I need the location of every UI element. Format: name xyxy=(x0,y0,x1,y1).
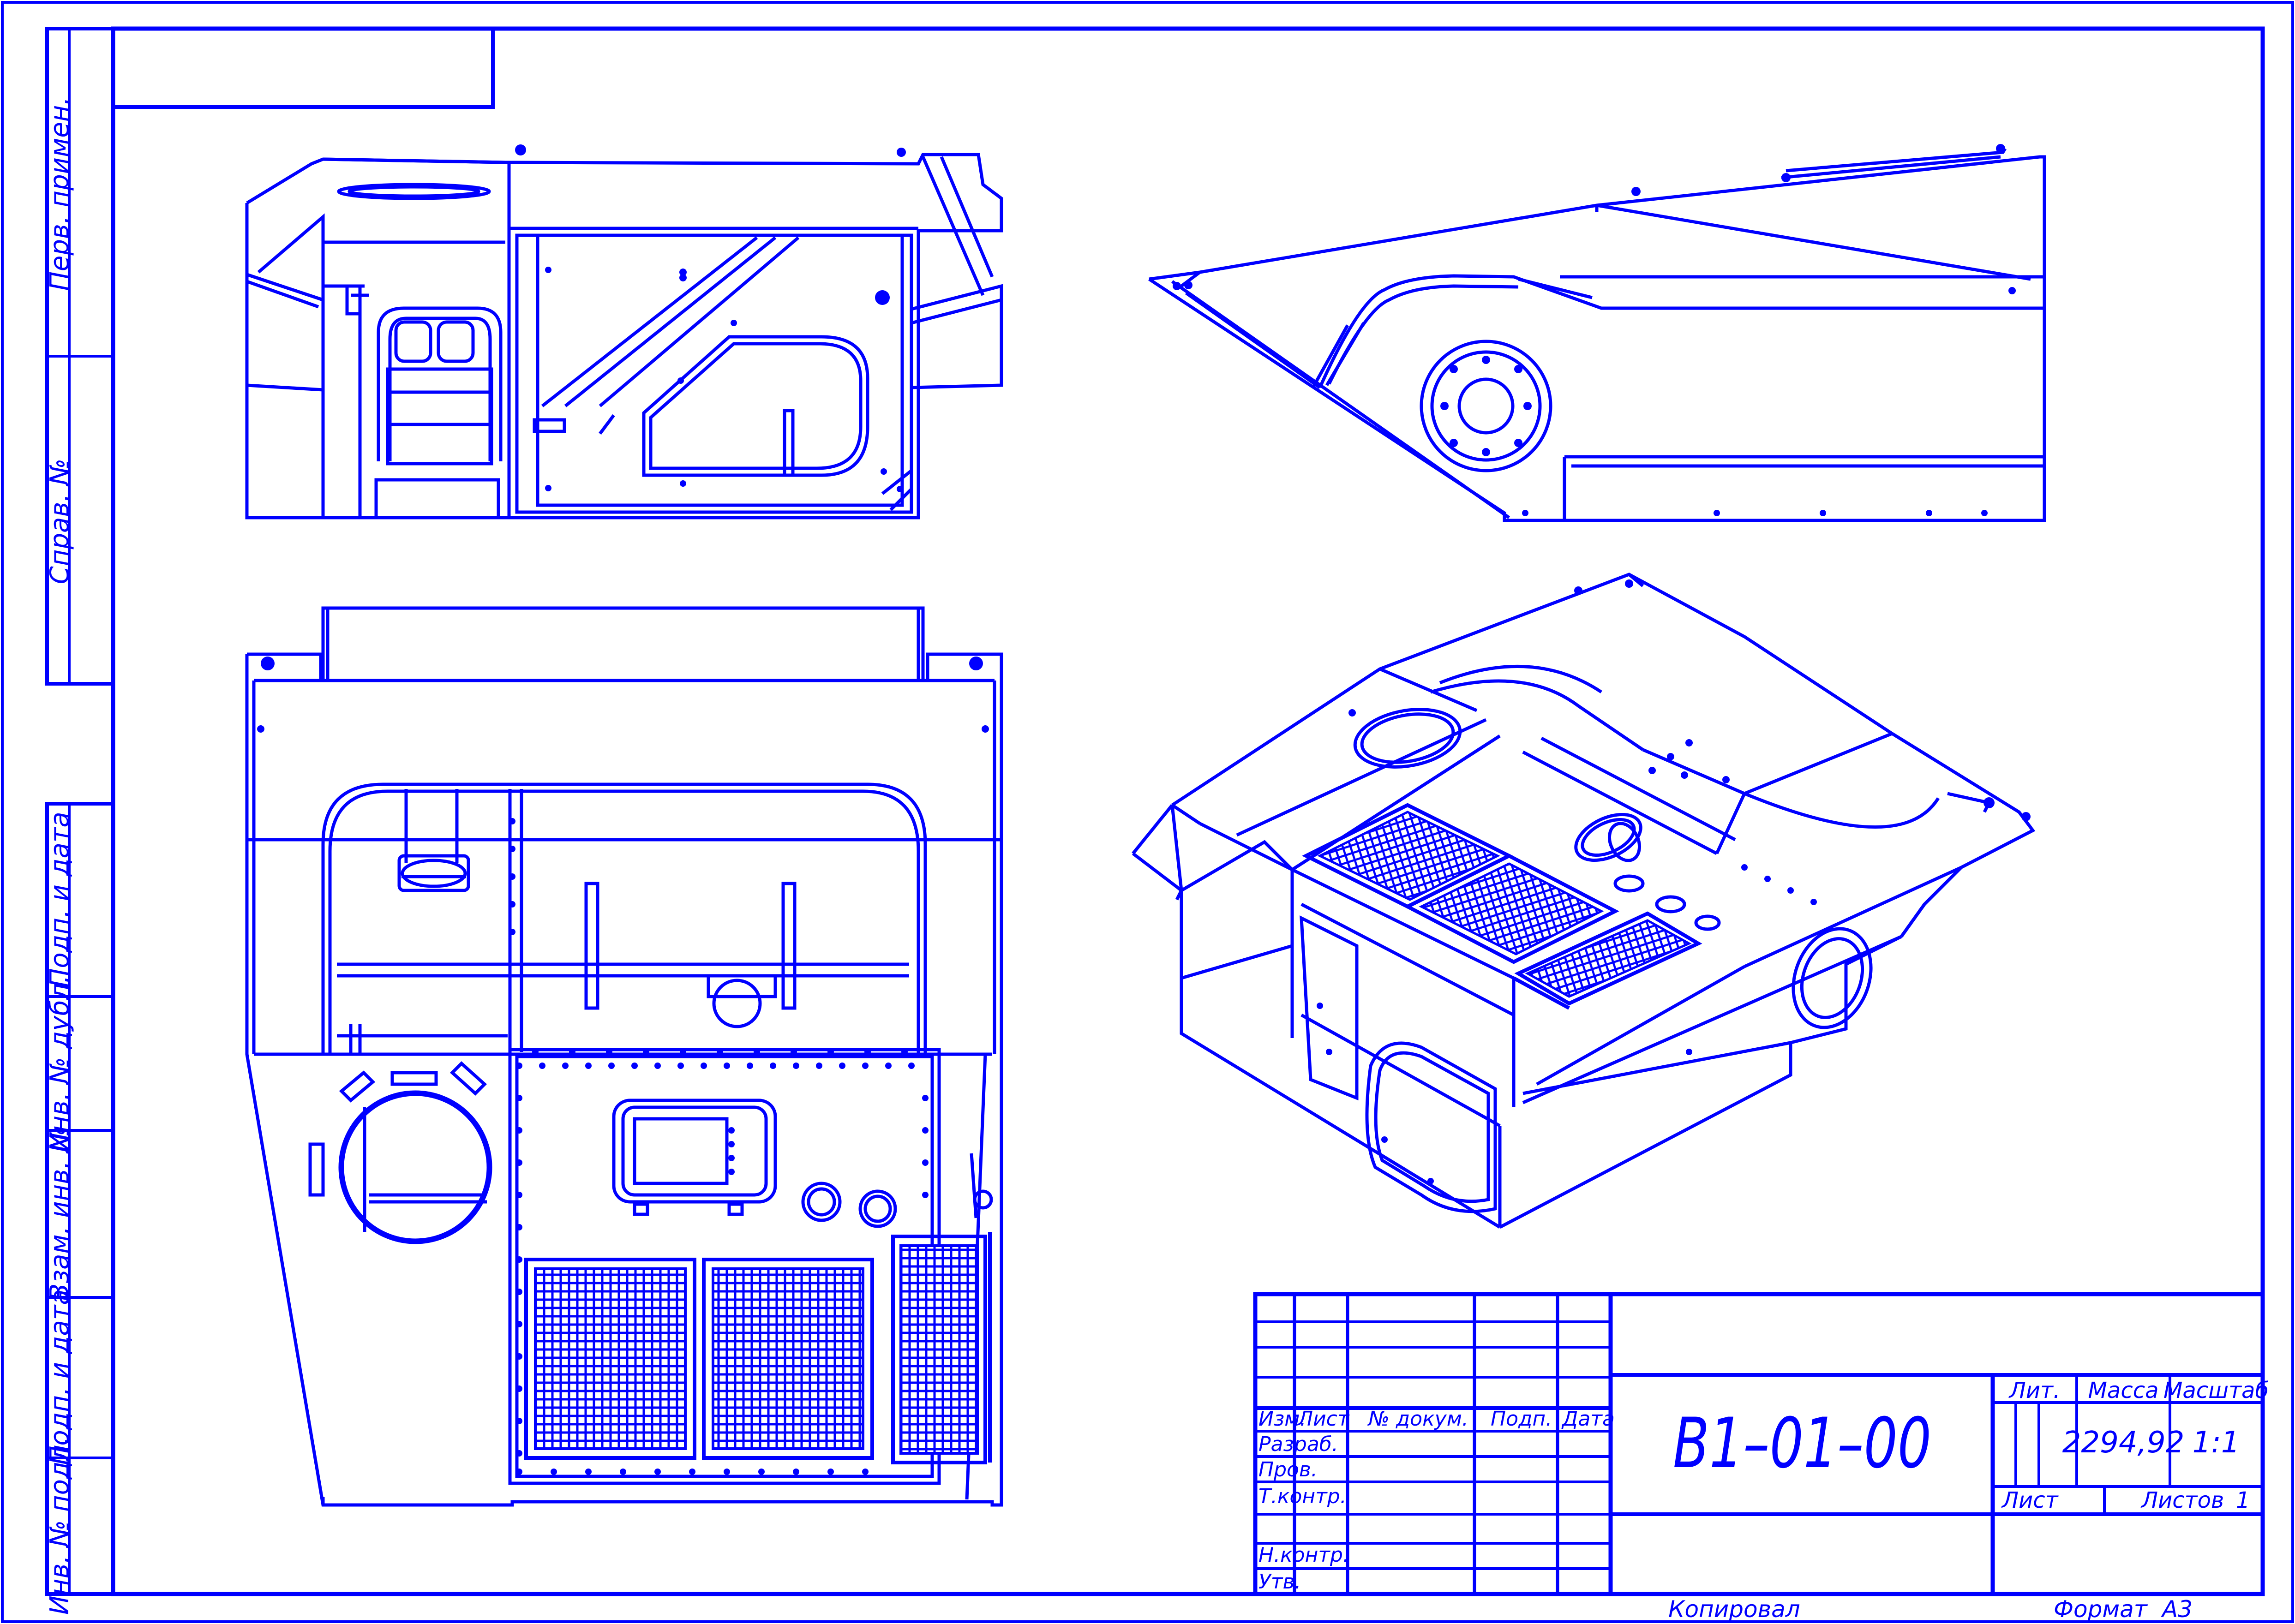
vzam-inv-label: Взам. инв. № xyxy=(45,1126,75,1301)
list-label: Лист xyxy=(2001,1487,2059,1513)
document-designation: B1–01–00 xyxy=(1673,1403,1931,1484)
listov-value: 1 xyxy=(2236,1487,2250,1513)
plan-view-grilles xyxy=(524,1232,992,1464)
lit-label: Лит. xyxy=(2008,1378,2061,1403)
listov-label: Листов xyxy=(2140,1487,2224,1513)
left-columns-lower xyxy=(45,802,115,1596)
podp-data-1-label: Подп. и дата xyxy=(45,812,75,987)
masshtab-value: 1:1 xyxy=(2193,1426,2240,1460)
tkontr-label: Т.контр. xyxy=(1258,1485,1347,1508)
kopiroval-label: Копировал xyxy=(1668,1596,1800,1623)
title-block-headers: Изм. Лист № докум. Подп. Дата xyxy=(1258,1407,1615,1431)
no-dokum-header: № докум. xyxy=(1367,1407,1468,1431)
podp-header: Подп. xyxy=(1491,1407,1552,1431)
isometric-view-bolts xyxy=(1317,579,2031,1184)
massa-label: Масса xyxy=(2088,1378,2158,1403)
inv-dubl-label: Инв. № дубл. xyxy=(45,975,75,1152)
izm-header: Изм. xyxy=(1258,1407,1306,1431)
prov-label: Пров. xyxy=(1258,1458,1318,1481)
left-columns-upper xyxy=(45,27,115,686)
inv-podl-label: Инв. № подл. xyxy=(45,1437,75,1615)
massa-value: 2294,92 xyxy=(2062,1426,2185,1460)
title-block-roles: Разраб. Пров. Т.контр. Н.контр. Утв. xyxy=(1258,1433,1349,1594)
utv-label: Утв. xyxy=(1258,1570,1301,1594)
podp-data-2-label: Подп. и дата xyxy=(45,1289,75,1465)
isometric-view xyxy=(1132,573,2036,1229)
list-header: Лист xyxy=(1297,1407,1350,1431)
nkontr-label: Н.контр. xyxy=(1258,1543,1349,1567)
perv-primen-label: Перв. примен. xyxy=(45,97,75,291)
side-view-bolts xyxy=(1173,144,2016,516)
sprav-no-label: Справ. № xyxy=(45,459,75,584)
format-label: Формат xyxy=(2054,1596,2148,1623)
side-view xyxy=(1148,148,2046,522)
front-view-bolts xyxy=(515,144,906,492)
razrab-label: Разраб. xyxy=(1258,1433,1338,1456)
masshtab-label: Масштаб xyxy=(2163,1378,2269,1403)
data-header: Дата xyxy=(1561,1407,1615,1431)
isometric-view-grilles xyxy=(1302,803,1702,1010)
front-view xyxy=(245,153,1003,519)
plan-view-bolts xyxy=(257,657,989,1475)
title-block-frame xyxy=(1253,1292,2265,1596)
format-value: А3 xyxy=(2161,1596,2193,1623)
top-left-code-box xyxy=(111,27,495,109)
